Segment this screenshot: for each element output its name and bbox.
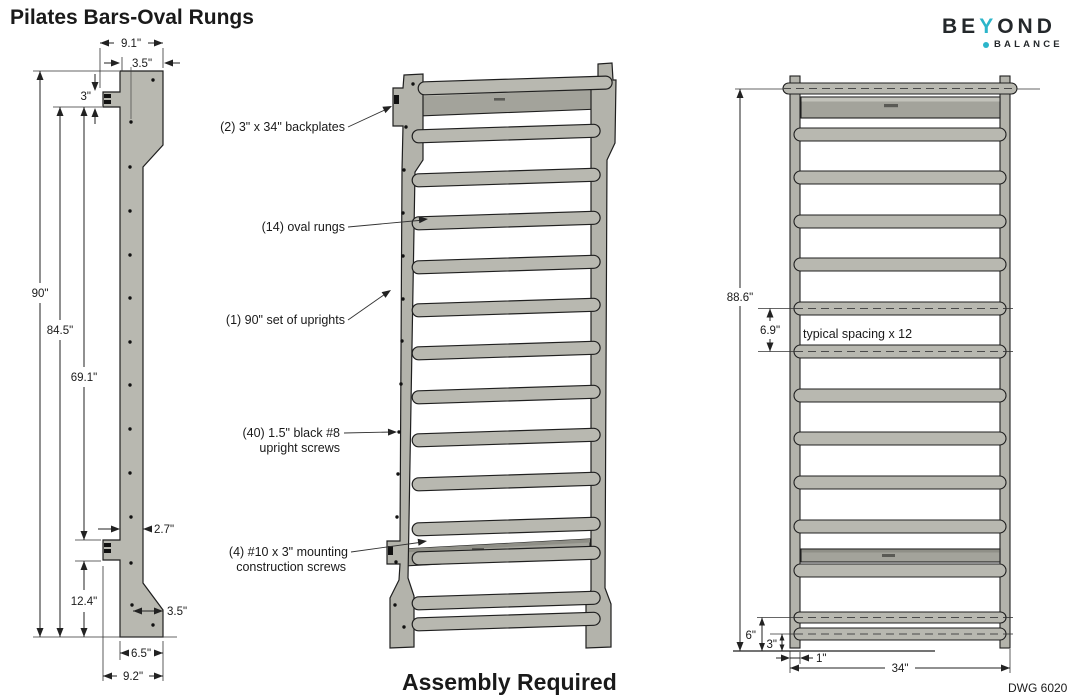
backplate-brand-marking — [882, 554, 895, 557]
brand-word-accent: Y — [979, 15, 998, 38]
brand-wordmark: BEYOND — [942, 16, 1077, 38]
front-view: 88.6" 6.9" typical spacing x 12 6" 3" 1"… — [727, 75, 1040, 675]
dim-bottom-rung-height: 3" — [767, 639, 777, 651]
brand-dot-icon — [983, 41, 989, 48]
leader-line — [343, 107, 425, 553]
arrowhead — [36, 39, 173, 680]
brand-subword-row: BALANCE — [983, 39, 1077, 50]
top-backplate — [800, 96, 1001, 119]
dim-upper-height: 84.5" — [47, 325, 73, 337]
screw-hole — [393, 82, 415, 629]
right-upright-shape — [999, 75, 1011, 649]
backplate-brand-marking — [494, 98, 505, 101]
upright-profile-shape — [102, 70, 164, 638]
dim-upright-width: 1" — [816, 653, 826, 665]
brand-word-part2: OND — [997, 15, 1056, 38]
callout-rungs: (14) oval rungs — [262, 220, 345, 234]
dim-overall-width: 34" — [892, 663, 909, 675]
oval-rung — [411, 75, 613, 632]
left-upright-shape — [386, 73, 424, 649]
dim-base-overall-width: 9.2" — [123, 671, 143, 683]
right-upright-shape — [585, 62, 617, 649]
side-view: 9.1" 3.5" 3" 90" 84.5" 69.1" 2.7" 12.4" … — [32, 38, 188, 683]
dim-upright-thickness: 2.7" — [154, 524, 174, 536]
hook-notch-mark — [388, 95, 399, 555]
dim-lower-hook-height: 12.4" — [71, 596, 97, 608]
callout-mounting-screws-line2: construction screws — [236, 560, 346, 574]
leader-arrowhead — [381, 106, 428, 546]
backplate-brand-marking — [472, 548, 484, 551]
callout-uprights: (1) 90" set of uprights — [226, 313, 345, 327]
brand-logo: BEYOND BALANCE — [942, 16, 1077, 51]
dim-top-block-width: 3.5" — [132, 58, 152, 70]
extension-line — [33, 48, 177, 681]
assembly-view: (2) 3" x 34" backplates (14) oval rungs … — [220, 62, 617, 649]
dim-overall-height: 90" — [32, 288, 49, 300]
hidden-line — [783, 88, 1017, 635]
spacing-note: typical spacing x 12 — [803, 327, 912, 341]
callout-upright-screws-line1: (40) 1.5" black #8 — [242, 426, 340, 440]
callout-backplates: (2) 3" x 34" backplates — [220, 120, 345, 134]
screw-hole — [128, 78, 155, 627]
drawing-number: DWG 6020 — [1008, 681, 1068, 695]
callout-mounting-screws-line1: (4) #10 x 3" mounting — [229, 545, 348, 559]
dim-base-notch-width: 3.5" — [167, 606, 187, 618]
assembly-note: Assembly Required — [402, 669, 617, 695]
callout-upright-screws-line2: upright screws — [259, 441, 340, 455]
arrowhead — [736, 89, 1010, 672]
dim-top-overall-width: 9.1" — [121, 38, 141, 50]
dim-second-rung-height: 6" — [746, 630, 756, 642]
dim-base-width: 6.5" — [131, 648, 151, 660]
dim-overall-height: 88.6" — [727, 292, 753, 304]
hook-notch-mark — [104, 94, 111, 553]
left-upright-shape — [789, 75, 801, 649]
dim-rung-spacing: 6.9" — [760, 325, 780, 337]
dim-hook-height: 3" — [81, 91, 91, 103]
page-title: Pilates Bars-Oval Rungs — [10, 6, 254, 29]
backplate-brand-marking — [884, 104, 898, 108]
brand-word-part1: BE — [942, 15, 980, 38]
brand-subword: BALANCE — [994, 39, 1063, 50]
bottom-backplate — [800, 548, 1001, 563]
dim-hook-spacing: 69.1" — [71, 372, 97, 384]
